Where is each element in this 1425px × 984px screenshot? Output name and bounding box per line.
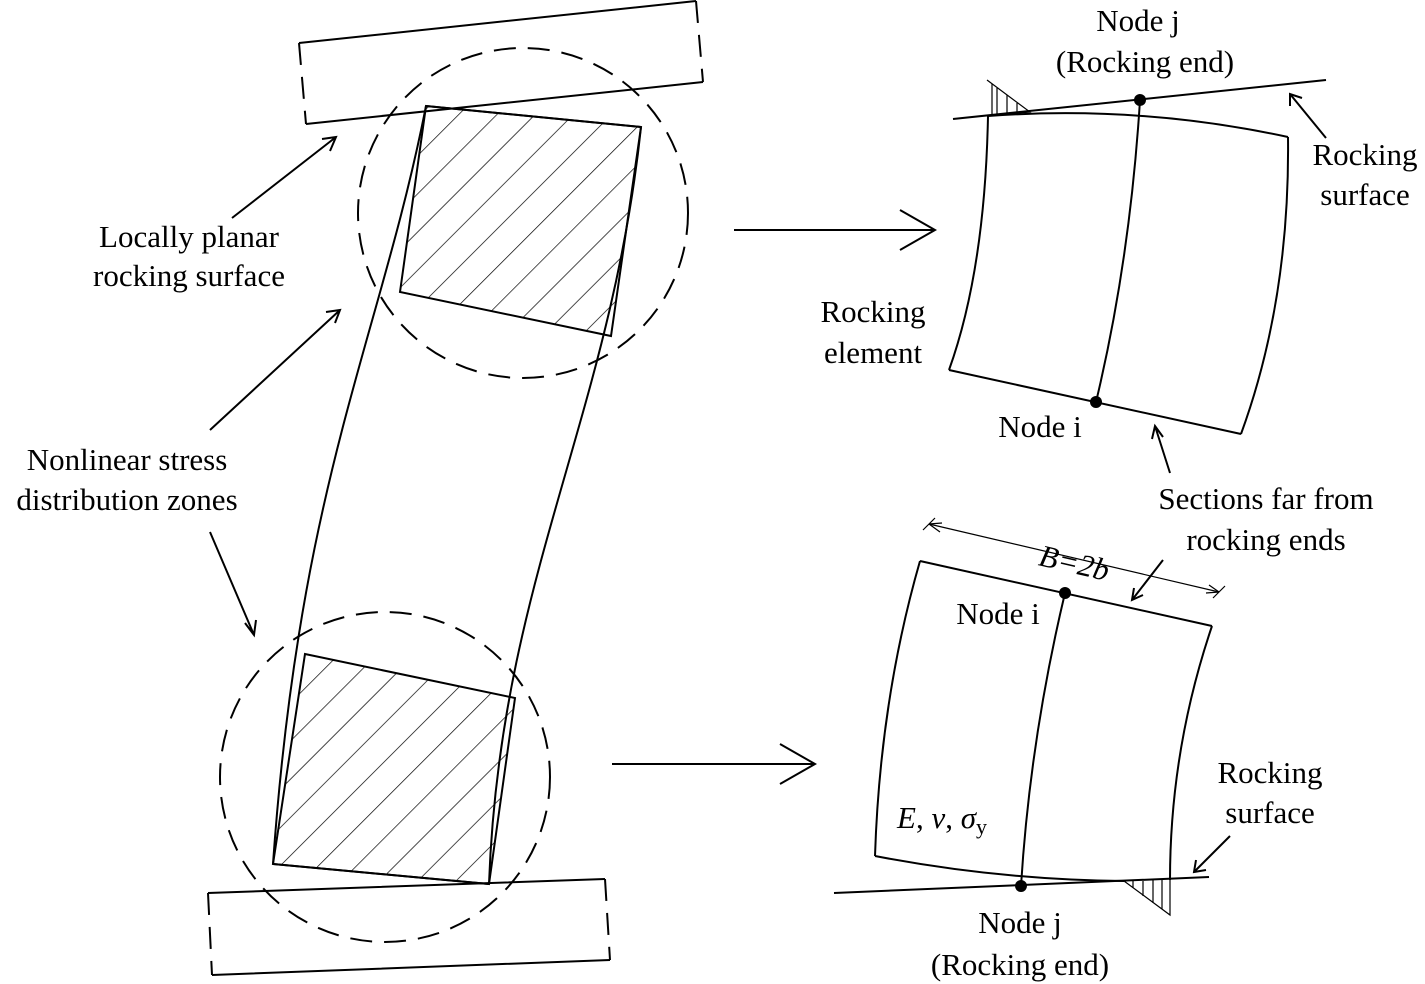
arrow-to-sections-far <box>1151 423 1171 474</box>
bottom-dashed-zone-circle <box>219 611 551 943</box>
arrow-to-bottom-element <box>612 743 818 785</box>
top-hatched-zone <box>398 104 643 338</box>
bottom-block <box>207 878 611 976</box>
top-block <box>298 0 704 125</box>
width-label: B=2b <box>1036 538 1113 588</box>
top-node-j-label: Node j <box>1096 3 1180 38</box>
locally-planar-label-2: rocking surface <box>93 258 285 293</box>
material-properties-label: E, ν, σy <box>896 800 987 839</box>
bottom-hatched-zone <box>271 652 517 886</box>
bottom-node-j-label: Node j <box>978 905 1062 940</box>
rocking-element-label-1: Rocking <box>820 294 925 329</box>
bottom-rocking-element <box>833 517 1231 917</box>
arrow-to-top-element <box>734 209 938 251</box>
material-sigma: σ <box>961 800 978 835</box>
bottom-element-centerline <box>1020 592 1066 887</box>
top-node-j <box>1134 94 1146 106</box>
top-dashed-zone-circle <box>357 47 689 379</box>
rocking-element-label-2: element <box>824 335 923 370</box>
material-E: E <box>896 800 916 835</box>
bottom-rocking-surface-label-2: surface <box>1225 795 1315 830</box>
arrow-to-bottom-zone <box>209 531 257 638</box>
column-assembly <box>207 0 704 976</box>
arrow-to-rocking-surface-bottom <box>1192 835 1231 874</box>
arrow-from-sections-label <box>1130 559 1164 602</box>
arrow-to-top-zone <box>209 308 342 431</box>
locally-planar-label-1: Locally planar <box>99 219 280 254</box>
top-rocking-surface-label-1: Rocking <box>1312 137 1417 172</box>
sections-far-label-2: rocking ends <box>1186 522 1345 557</box>
top-node-i <box>1090 396 1102 408</box>
bottom-rocking-surface-label-1: Rocking <box>1217 755 1322 790</box>
bottom-stress-block <box>1123 880 1171 917</box>
top-stress-block <box>986 79 1032 117</box>
arrow-to-planar-surface <box>231 135 338 219</box>
left-leader-arrows <box>209 135 342 638</box>
bottom-node-i <box>1059 587 1071 599</box>
top-element-centerline <box>1095 99 1141 403</box>
top-rocking-element <box>948 79 1327 474</box>
bottom-node-j <box>1015 880 1027 892</box>
sections-far-label-1: Sections far from <box>1158 481 1373 516</box>
top-node-i-label: Node i <box>998 409 1082 444</box>
width-dimension <box>922 517 1226 599</box>
top-rocking-end-label: (Rocking end) <box>1056 44 1234 79</box>
bottom-rocking-end-label: (Rocking end) <box>931 947 1109 982</box>
nonlinear-zones-label-2: distribution zones <box>16 482 237 517</box>
material-nu: ν <box>931 800 945 835</box>
arrow-to-rocking-surface-top <box>1289 92 1327 139</box>
bottom-node-i-label: Node i <box>956 596 1040 631</box>
nonlinear-zones-label-1: Nonlinear stress <box>27 442 228 477</box>
top-rocking-surface-label-2: surface <box>1320 177 1410 212</box>
material-sigma-sub: y <box>976 814 987 839</box>
